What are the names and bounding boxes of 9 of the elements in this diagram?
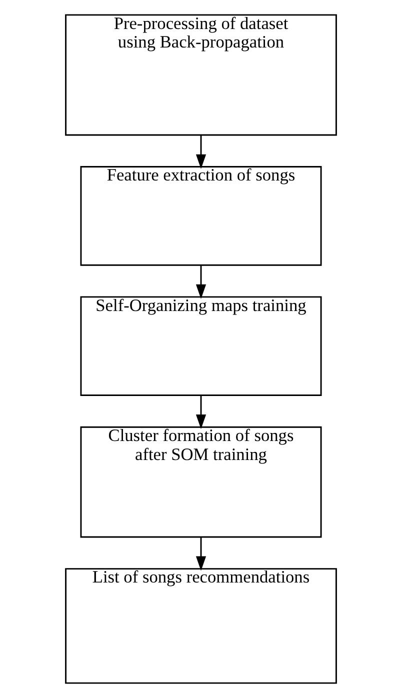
node-box: Cluster formation of songs after SOM training: [80, 426, 322, 538]
node-box: Feature extraction of songs: [80, 166, 322, 266]
node-box: Self-Organizing maps training: [80, 296, 322, 396]
arrow: [195, 134, 206, 169]
arrow: [195, 265, 206, 299]
node-box: Pre-processing of dataset using Back-propagation: [64, 14, 336, 136]
arrow: [195, 396, 206, 429]
node-box: List of songs recommendations: [64, 568, 336, 684]
arrow: [195, 537, 206, 571]
